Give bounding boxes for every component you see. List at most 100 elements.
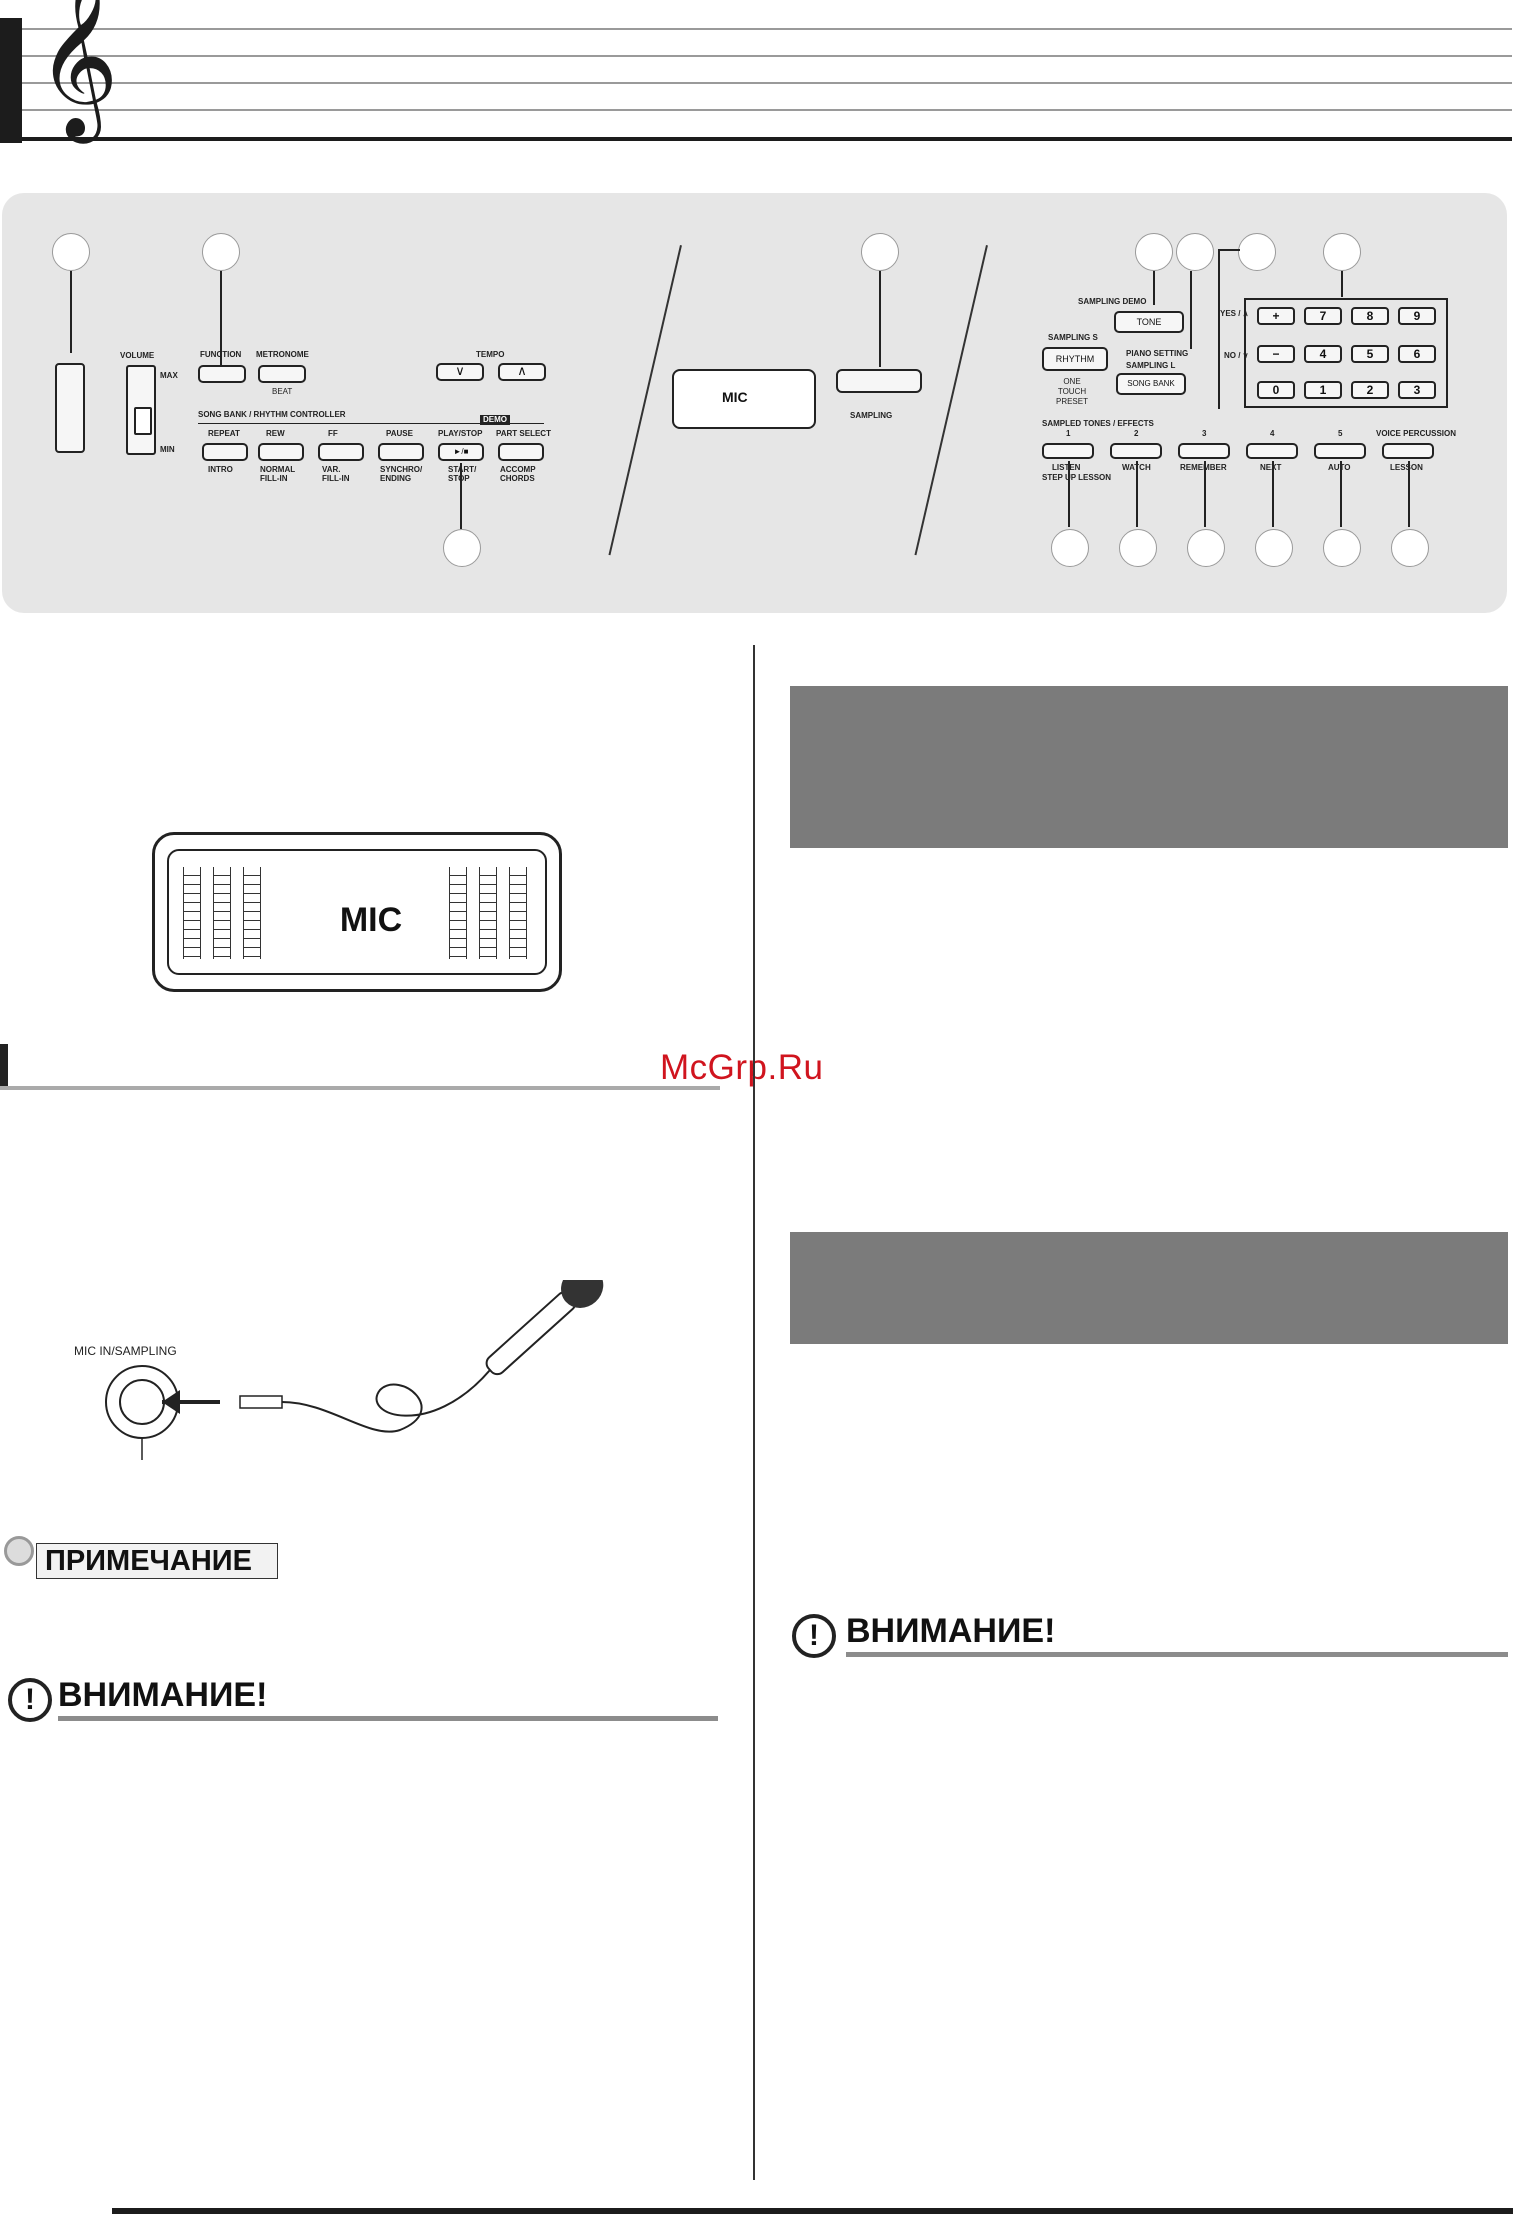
callout-leader xyxy=(1068,461,1070,527)
remember-button[interactable] xyxy=(1178,443,1230,459)
play-stop-label: PLAY/STOP xyxy=(438,429,483,438)
callout-marker xyxy=(1119,529,1157,567)
callout-leader xyxy=(1272,461,1274,527)
stop-label: STOP xyxy=(448,474,470,483)
callout-leader xyxy=(1204,461,1206,527)
keypad-5-button[interactable]: 5 xyxy=(1351,345,1389,363)
sampling-l-label: SAMPLING L xyxy=(1126,361,1176,370)
lesson-button[interactable] xyxy=(1382,443,1434,459)
section-divider xyxy=(608,245,682,556)
ff-label: FF xyxy=(328,429,338,438)
no-label: NO / ∨ xyxy=(1224,351,1249,360)
callout-leader xyxy=(879,271,881,367)
lesson-num-5: 5 xyxy=(1338,429,1343,438)
callout-leader xyxy=(1136,461,1138,527)
mic-indicator-graphic: MIC xyxy=(152,832,562,992)
rhythm-button[interactable]: RHYTHM xyxy=(1042,347,1108,371)
auto-button[interactable] xyxy=(1314,443,1366,459)
section-divider xyxy=(914,245,988,556)
accomp-label: ACCOMP xyxy=(500,465,536,474)
start-label: START/ xyxy=(448,465,477,474)
tempo-label: TEMPO xyxy=(476,350,505,359)
level-meter xyxy=(479,867,497,959)
keypad-0-button[interactable]: 0 xyxy=(1257,381,1295,399)
microphone-connection-illustration xyxy=(105,1280,604,1460)
var-label: VAR. xyxy=(322,465,341,474)
sampling-button[interactable] xyxy=(836,369,922,393)
sampling-demo-label: SAMPLING DEMO xyxy=(1078,297,1147,306)
controller-rule xyxy=(198,423,544,424)
pause-button[interactable] xyxy=(378,443,424,461)
sampled-tones-label: SAMPLED TONES / EFFECTS xyxy=(1042,419,1154,428)
keypad-9-button[interactable]: 9 xyxy=(1398,307,1436,325)
keypad-plus-button[interactable]: + xyxy=(1257,307,1295,325)
lesson-num-2: 2 xyxy=(1134,429,1139,438)
voice-percussion-label: VOICE PERCUSSION xyxy=(1376,429,1457,438)
section-bar-rule xyxy=(0,1086,720,1090)
tempo-down-button[interactable]: ∨ xyxy=(436,363,484,381)
remember-label: REMEMBER xyxy=(1180,463,1227,473)
volume-label: VOLUME xyxy=(120,351,155,360)
callout-marker xyxy=(1323,529,1361,567)
keypad-minus-button[interactable]: − xyxy=(1257,345,1295,363)
tempo-up-button[interactable]: ∧ xyxy=(498,363,546,381)
callout-leader xyxy=(1153,271,1155,305)
power-button[interactable] xyxy=(55,363,85,453)
warning-rule xyxy=(846,1652,1508,1657)
callout-leader xyxy=(1408,461,1410,527)
insert-arrow-head xyxy=(162,1390,180,1414)
column-divider xyxy=(753,645,755,2180)
song-bank-button[interactable]: SONG BANK xyxy=(1116,373,1186,395)
callout-leader xyxy=(70,271,72,353)
callout-marker xyxy=(861,233,899,271)
staff-line xyxy=(22,109,1512,111)
demo-label: DEMO xyxy=(480,415,510,425)
mic-in-label: MIC IN/SAMPLING xyxy=(74,1344,177,1358)
level-meter xyxy=(243,867,261,959)
section-heading-bar xyxy=(0,1044,720,1090)
intro-label: INTRO xyxy=(208,465,233,474)
metronome-label: METRONOME xyxy=(256,350,309,359)
callout-leader xyxy=(1340,461,1342,527)
callout-leader xyxy=(220,271,222,367)
keypad-7-button[interactable]: 7 xyxy=(1304,307,1342,325)
staff-line-bold xyxy=(22,137,1512,141)
play-stop-button[interactable]: ►/■ xyxy=(438,443,484,461)
section-bar-edge xyxy=(0,1044,8,1090)
heading-band xyxy=(790,686,1508,848)
metronome-button[interactable] xyxy=(258,365,306,383)
keypad-4-button[interactable]: 4 xyxy=(1304,345,1342,363)
keypad-2-button[interactable]: 2 xyxy=(1351,381,1389,399)
keypad-3-button[interactable]: 3 xyxy=(1398,381,1436,399)
rew-button[interactable] xyxy=(258,443,304,461)
lesson-label: LESSON xyxy=(1390,463,1423,472)
warning-heading-left: ВНИМАНИЕ! xyxy=(58,1676,268,1714)
function-button[interactable] xyxy=(198,365,246,383)
header-bar xyxy=(0,18,22,143)
chords-label: CHORDS xyxy=(500,474,535,483)
warning-icon: ! xyxy=(8,1678,52,1722)
staff-line xyxy=(22,28,1512,30)
piano-setting-label: PIANO SETTING xyxy=(1126,349,1189,358)
ff-button[interactable] xyxy=(318,443,364,461)
one-touch-preset-label: ONE TOUCH PRESET xyxy=(1055,377,1088,406)
callout-marker xyxy=(202,233,240,271)
lesson-num-3: 3 xyxy=(1202,429,1207,438)
callout-marker xyxy=(1391,529,1429,567)
keypad-1-button[interactable]: 1 xyxy=(1304,381,1342,399)
keypad-8-button[interactable]: 8 xyxy=(1351,307,1389,325)
listen-button[interactable] xyxy=(1042,443,1094,459)
watch-button[interactable] xyxy=(1110,443,1162,459)
keypad-6-button[interactable]: 6 xyxy=(1398,345,1436,363)
volume-slider[interactable] xyxy=(126,365,156,455)
volume-slider-knob[interactable] xyxy=(134,407,152,435)
next-button[interactable] xyxy=(1246,443,1298,459)
part-select-button[interactable] xyxy=(498,443,544,461)
volume-max-label: MAX xyxy=(160,371,178,380)
mic-panel: MIC xyxy=(672,369,816,429)
callout-leader xyxy=(1218,249,1220,409)
tone-button[interactable]: TONE xyxy=(1114,311,1184,333)
repeat-button[interactable] xyxy=(202,443,248,461)
keypad-frame xyxy=(1244,298,1448,408)
callout-leader xyxy=(1341,271,1343,297)
